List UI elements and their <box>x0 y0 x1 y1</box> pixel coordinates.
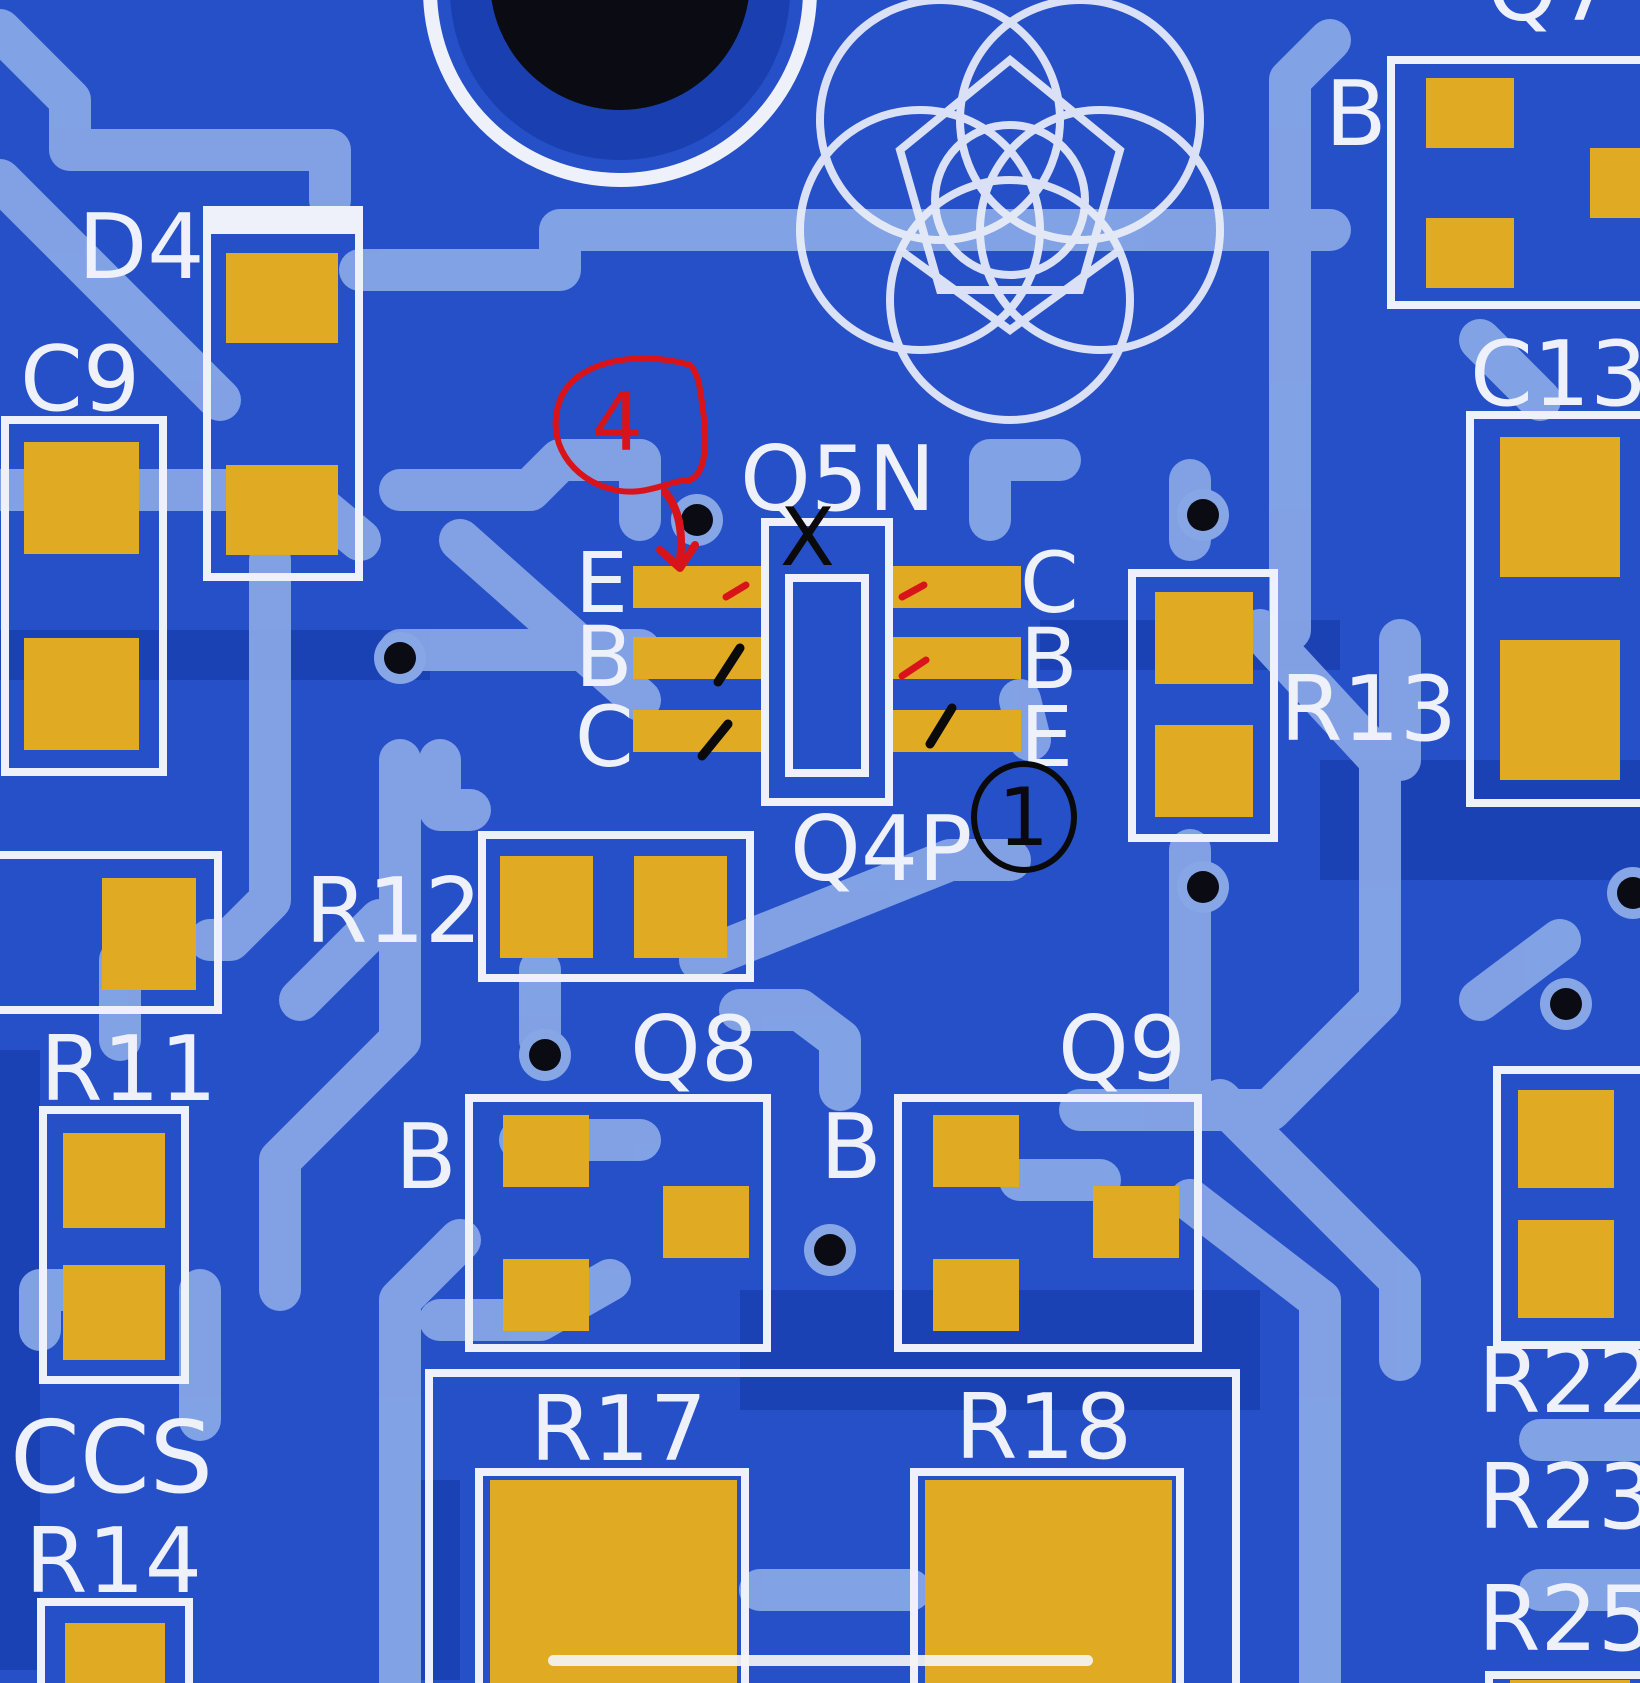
flower-of-life-logo-icon <box>796 0 1224 424</box>
label-pin-b-right: B <box>1020 610 1078 708</box>
label-ccs: CCS <box>10 1399 213 1516</box>
black-x-mark: X <box>780 491 835 584</box>
label-c9: C9 <box>20 327 140 432</box>
red-tick-mark-2 <box>898 581 928 601</box>
silkscreen-labels: D4 C9 C13 Q7 B Q5N Q4P E B C C B E R13 R… <box>10 0 1640 1672</box>
label-pin-e-left: E <box>575 534 628 632</box>
label-d4: D4 <box>78 195 205 300</box>
vias <box>374 489 1640 1276</box>
black-annotation-group: X 1 <box>697 491 1077 873</box>
label-r11: R11 <box>40 1017 217 1122</box>
label-r23: R23 <box>1478 1445 1640 1550</box>
label-q7: Q7 <box>1487 0 1615 42</box>
black-dash-mark-3 <box>925 703 957 749</box>
label-r13: R13 <box>1280 657 1457 762</box>
label-q8-b: B <box>395 1105 457 1210</box>
red-arrow-annotation <box>656 488 699 572</box>
label-pin-b-left: B <box>575 608 633 706</box>
black-dash-mark-1 <box>713 643 745 687</box>
label-q8: Q8 <box>630 997 758 1102</box>
label-r17: R17 <box>530 1377 707 1482</box>
label-r25: R25 <box>1478 1567 1640 1672</box>
red-tick-mark-3 <box>898 656 930 680</box>
label-q9-b: B <box>820 1095 882 1200</box>
red-number-annotation: 4 <box>592 376 643 469</box>
label-r12: R12 <box>305 859 482 964</box>
label-r14: R14 <box>25 1509 202 1614</box>
label-pin-c-right: C <box>1020 534 1079 632</box>
jack-hole-icon <box>423 0 817 187</box>
black-circle-annotation <box>971 761 1077 873</box>
black-number-annotation: 1 <box>998 771 1049 864</box>
label-q5n: Q5N <box>740 427 935 532</box>
label-q7-b: B <box>1325 62 1387 167</box>
red-annotation-group: 4 <box>552 355 930 680</box>
red-circle-annotation <box>552 355 709 495</box>
label-q4p: Q4P <box>790 797 972 902</box>
label-q9: Q9 <box>1058 997 1186 1102</box>
label-c13: C13 <box>1470 322 1640 427</box>
copper-traces <box>0 9 1640 1683</box>
label-r18: R18 <box>955 1375 1132 1480</box>
label-pin-c-left: C <box>575 688 634 786</box>
red-tick-mark-1 <box>722 581 750 601</box>
home-indicator-bar[interactable] <box>548 1655 1093 1666</box>
label-r22: R22 <box>1478 1329 1640 1434</box>
black-dash-mark-2 <box>697 719 733 761</box>
d4-cathode-band <box>207 208 359 234</box>
silkscreen-outlines <box>0 56 1640 1683</box>
